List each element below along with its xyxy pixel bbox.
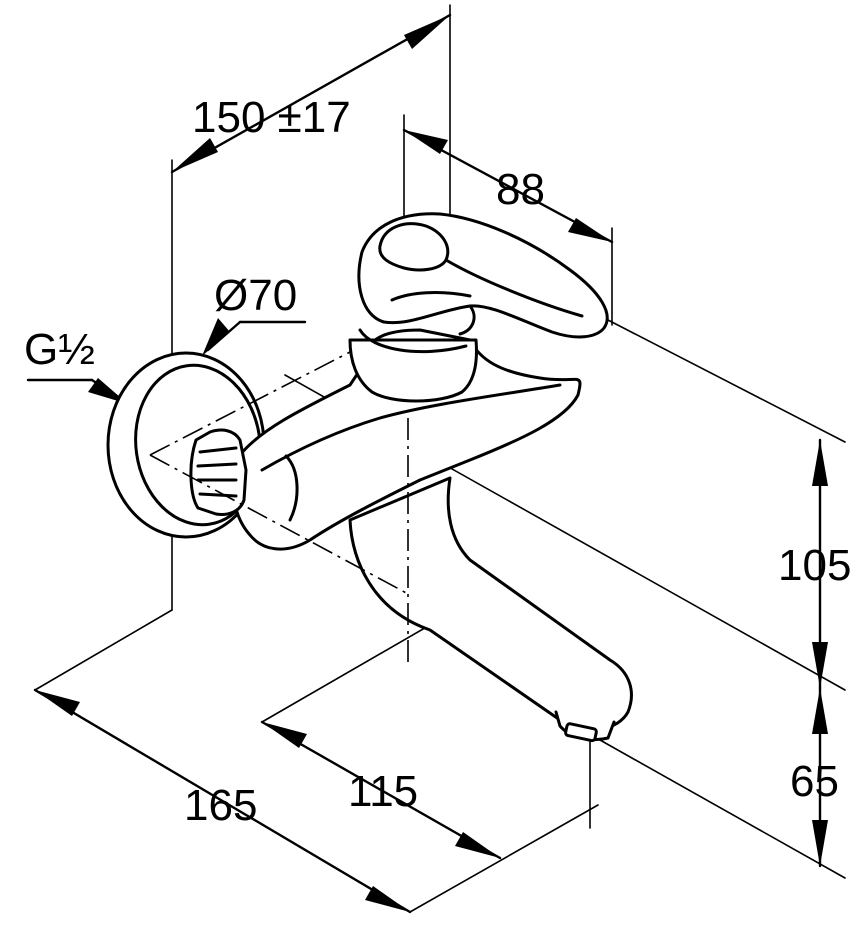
dimension-labels: 150 ±17 88 Ø70 G½ 105 65 165 115 xyxy=(24,93,851,830)
cartridge-neck xyxy=(348,338,478,403)
label-150: 150 ±17 xyxy=(192,93,351,142)
label-105: 105 xyxy=(778,541,851,590)
dimension-115 xyxy=(260,720,502,860)
dimension-thread xyxy=(26,378,128,404)
label-diameter: Ø70 xyxy=(214,271,297,320)
dimension-165 xyxy=(33,688,412,914)
label-88: 88 xyxy=(496,165,545,214)
spout xyxy=(348,476,633,731)
label-65: 65 xyxy=(790,757,839,806)
label-thread: G½ xyxy=(24,325,95,374)
wall-nut xyxy=(189,428,248,516)
dimension-105 xyxy=(812,438,828,690)
label-165: 165 xyxy=(184,781,257,830)
dimension-65 xyxy=(812,686,828,868)
faucet xyxy=(106,212,633,743)
label-115: 115 xyxy=(348,767,418,816)
dimension-88 xyxy=(402,128,614,244)
center-lines xyxy=(149,351,411,662)
dimension-150 xyxy=(170,13,452,174)
dimension-diameter xyxy=(202,318,307,356)
handle-cap xyxy=(378,222,450,272)
